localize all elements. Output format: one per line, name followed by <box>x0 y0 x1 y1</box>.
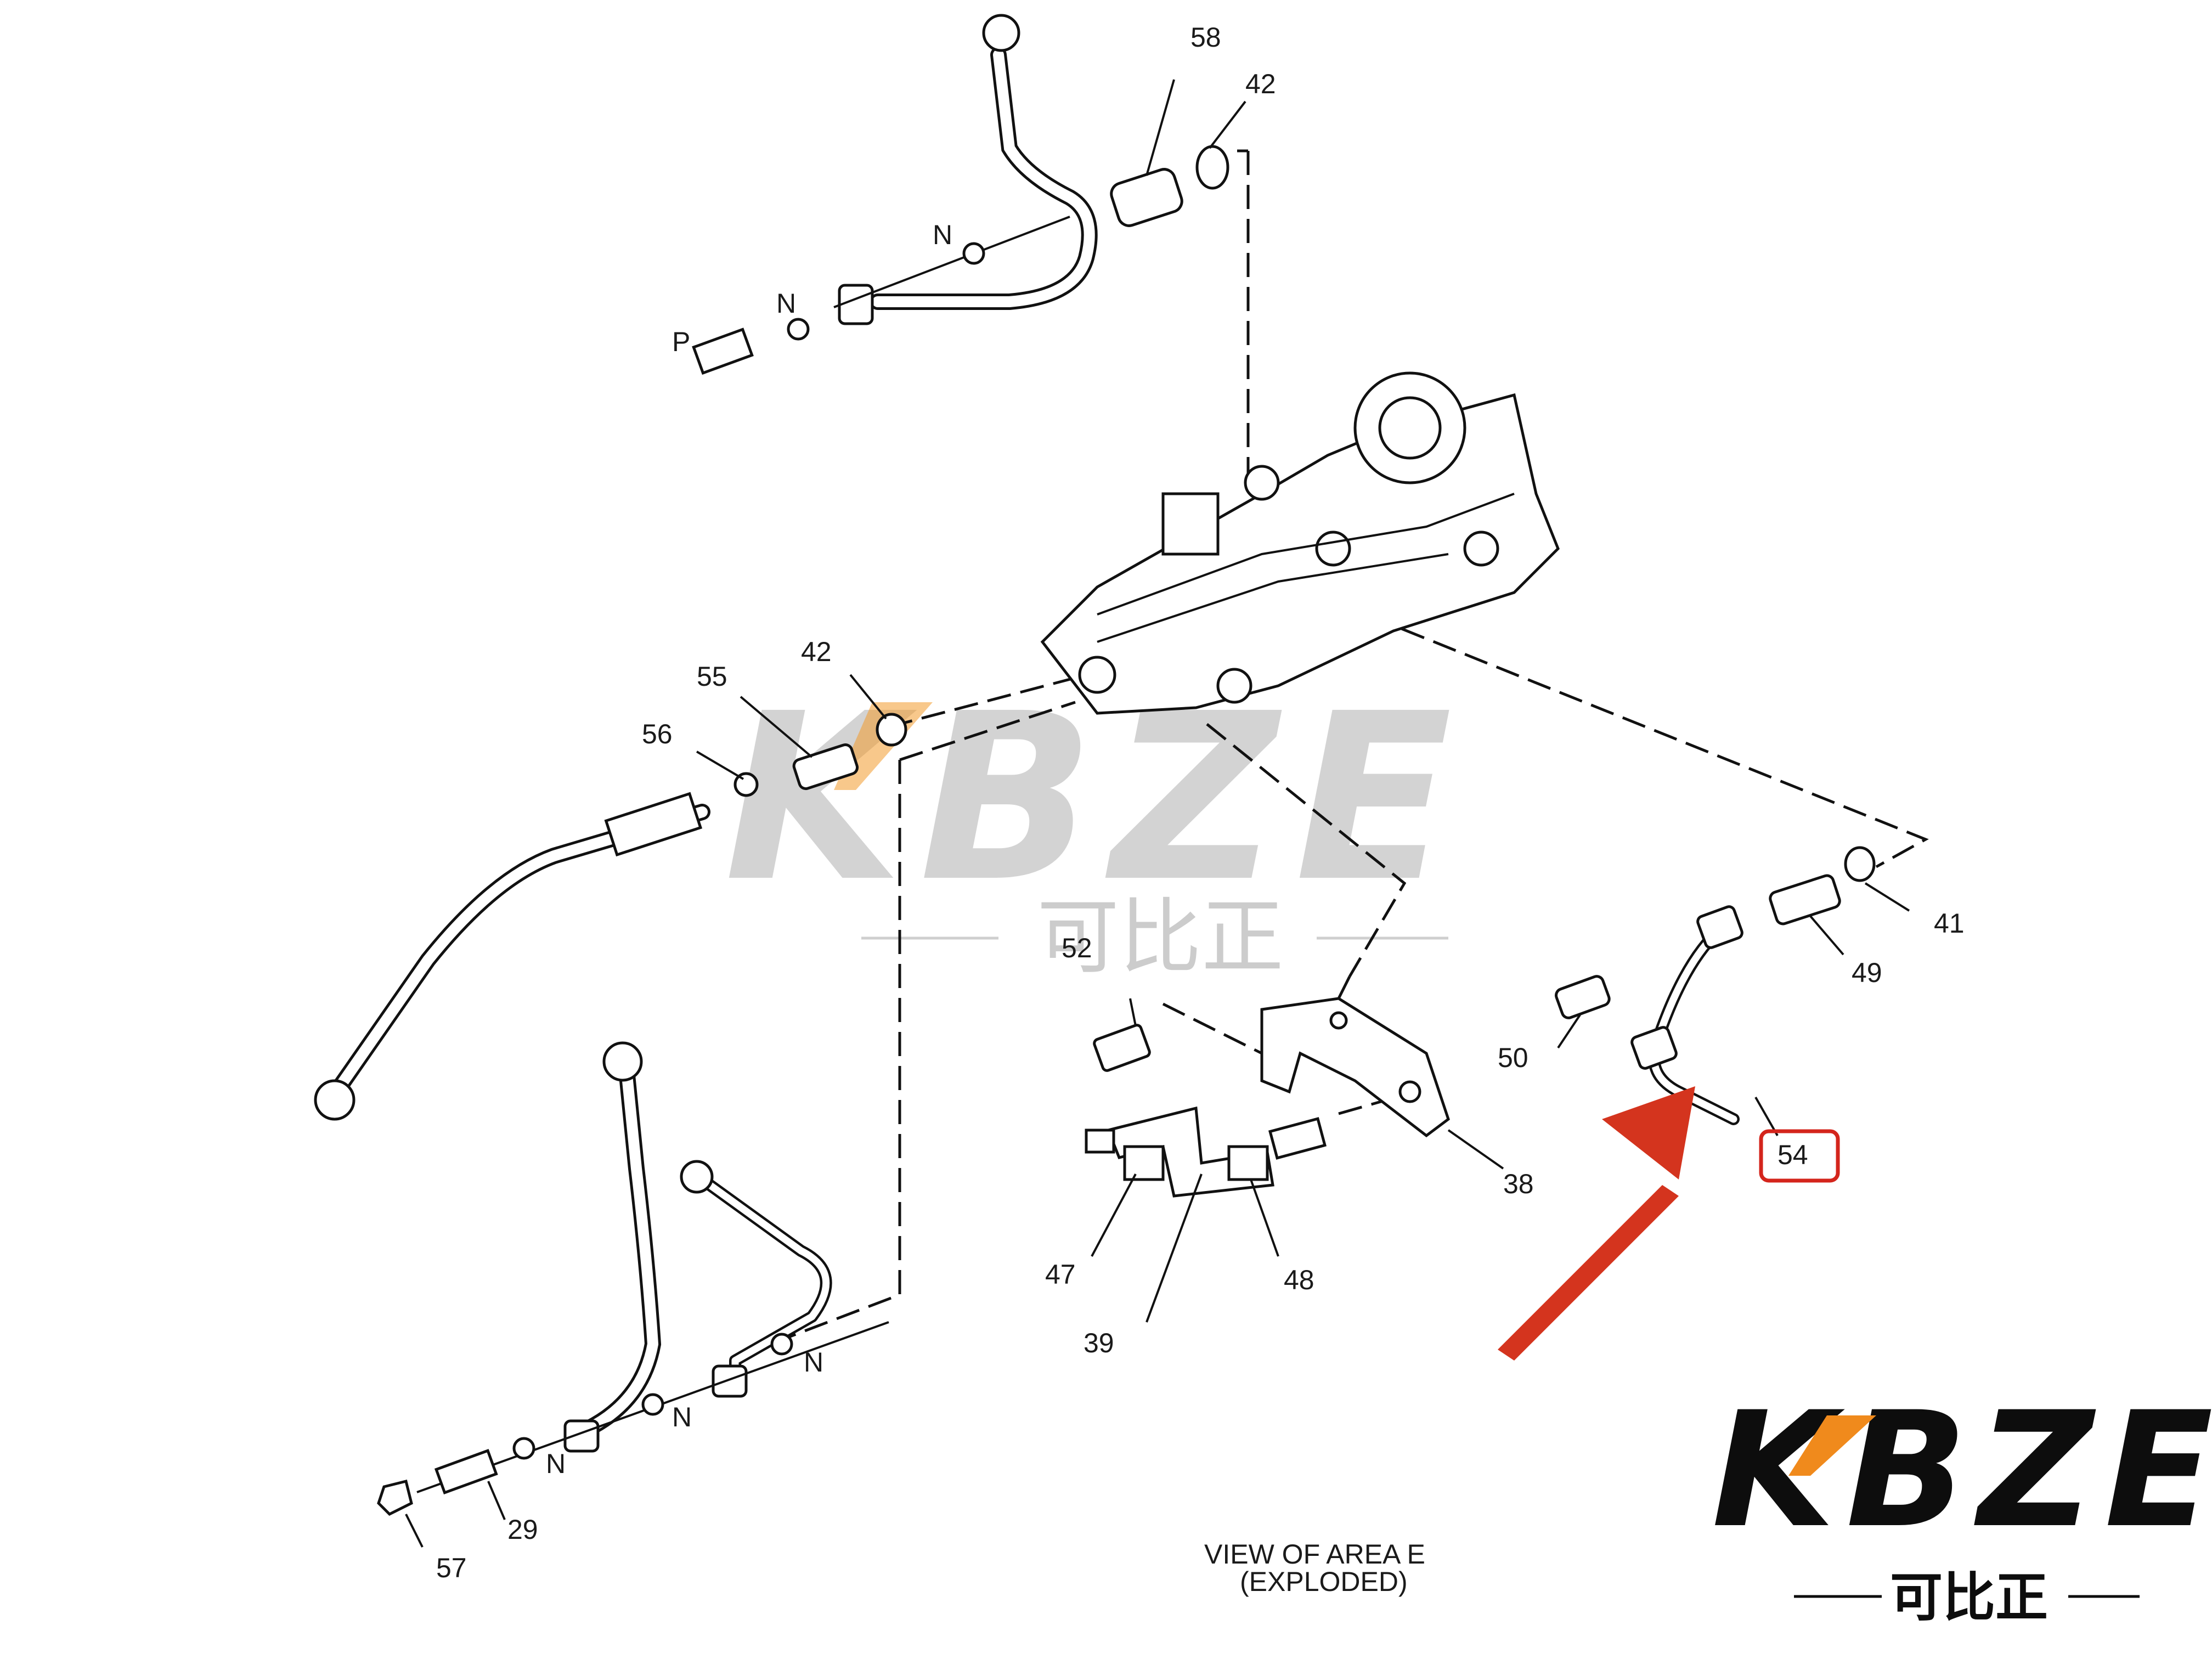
adapter-fitting-icon <box>1110 168 1183 227</box>
logo-chinese: 可比正 <box>1890 1567 2048 1628</box>
washer-icon <box>512 1437 535 1460</box>
callout-n-3: N <box>804 1347 823 1378</box>
o-ring-icon <box>1195 145 1229 190</box>
o-ring-icon <box>876 713 907 747</box>
washer-icon <box>770 1333 793 1356</box>
mid-hose-assembly <box>314 674 907 1121</box>
stud-icon <box>1085 1128 1115 1154</box>
callout-n-1: N <box>933 219 952 250</box>
bolt-icon <box>692 328 754 375</box>
top-hose-assembly <box>692 14 1246 375</box>
callout-n-2: N <box>776 288 796 319</box>
lower-hose-assembly <box>377 1041 889 1548</box>
callout-55: 55 <box>697 661 727 692</box>
caption-line-2: (EXPLODED) <box>1240 1566 1408 1597</box>
bolt-icon <box>434 1449 498 1494</box>
callout-n-4: N <box>672 1402 692 1432</box>
highlight-box <box>1759 1129 1840 1183</box>
washer-icon <box>641 1393 664 1416</box>
caption-line-1: VIEW OF AREA E <box>1204 1539 1425 1570</box>
bracket-icon <box>1260 997 1450 1138</box>
adapter-fitting-icon <box>792 743 859 791</box>
callout-56: 56 <box>642 719 673 749</box>
adapter-fitting-icon <box>1555 975 1611 1019</box>
callout-50: 50 <box>1498 1042 1528 1073</box>
callout-48: 48 <box>1284 1265 1314 1295</box>
banjo-fitting-icon <box>602 1041 643 1082</box>
pipe-nut-icon <box>1630 1026 1678 1070</box>
callout-49: 49 <box>1852 957 1882 988</box>
callout-n-5: N <box>546 1448 566 1479</box>
bolt-icon <box>1093 1024 1151 1072</box>
pipe-nut-icon <box>1696 905 1743 949</box>
callout-39: 39 <box>1084 1328 1114 1358</box>
logo-accent <box>1788 1415 1876 1476</box>
red-arrow <box>1498 1086 1695 1361</box>
callout-29: 29 <box>507 1514 538 1545</box>
sensor-connector-icon <box>1161 492 1220 556</box>
banjo-fitting-icon <box>838 284 874 325</box>
brand-logo: KBZE 可比正 <box>1712 1378 2212 1628</box>
bracket-group <box>1085 997 1504 1323</box>
banjo-fitting-icon <box>712 1364 748 1398</box>
callout-52: 52 <box>1062 933 1092 963</box>
pipe-assembly-54 <box>1555 846 1910 1136</box>
fuel-pump-body <box>1040 371 1560 715</box>
banjo-fitting-icon <box>314 1079 356 1121</box>
adapter-fitting-icon <box>1769 874 1841 926</box>
stud-icon <box>1268 1117 1327 1160</box>
logo-brand: KBZE <box>1712 1378 2212 1563</box>
callout-47: 47 <box>1045 1259 1076 1290</box>
bolt-icon <box>1123 1145 1165 1181</box>
banjo-fitting-icon <box>563 1419 600 1453</box>
callout-57: 57 <box>436 1553 467 1583</box>
nut-icon <box>377 1479 413 1516</box>
o-ring-icon <box>1844 846 1876 882</box>
banjo-fitting-icon <box>680 1160 714 1194</box>
view-caption: VIEW OF AREA E (EXPLODED) <box>1204 1539 1425 1597</box>
callout-58: 58 <box>1190 22 1221 53</box>
watermark: KBZE 可比正 <box>724 664 1469 985</box>
callout-38: 38 <box>1503 1169 1534 1199</box>
washer-icon <box>733 772 759 797</box>
callout-54: 54 <box>1778 1139 1808 1170</box>
washer-icon <box>787 318 810 341</box>
callout-42-top: 42 <box>1245 69 1276 99</box>
watermark-chinese: 可比正 <box>1037 890 1284 985</box>
callout-42-mid: 42 <box>801 636 832 667</box>
watermark-brand: KBZE <box>724 664 1469 933</box>
banjo-fitting-icon <box>982 14 1020 52</box>
hose-nut-icon <box>604 792 703 857</box>
dashed-leaders <box>784 149 1929 1340</box>
washer-icon <box>962 242 985 265</box>
callout-p: P <box>672 326 690 357</box>
callout-labels: 58 42 N N P 55 42 56 52 38 47 48 39 41 4… <box>436 22 1965 1583</box>
callout-41: 41 <box>1934 908 1965 939</box>
bolt-icon <box>1227 1145 1269 1181</box>
